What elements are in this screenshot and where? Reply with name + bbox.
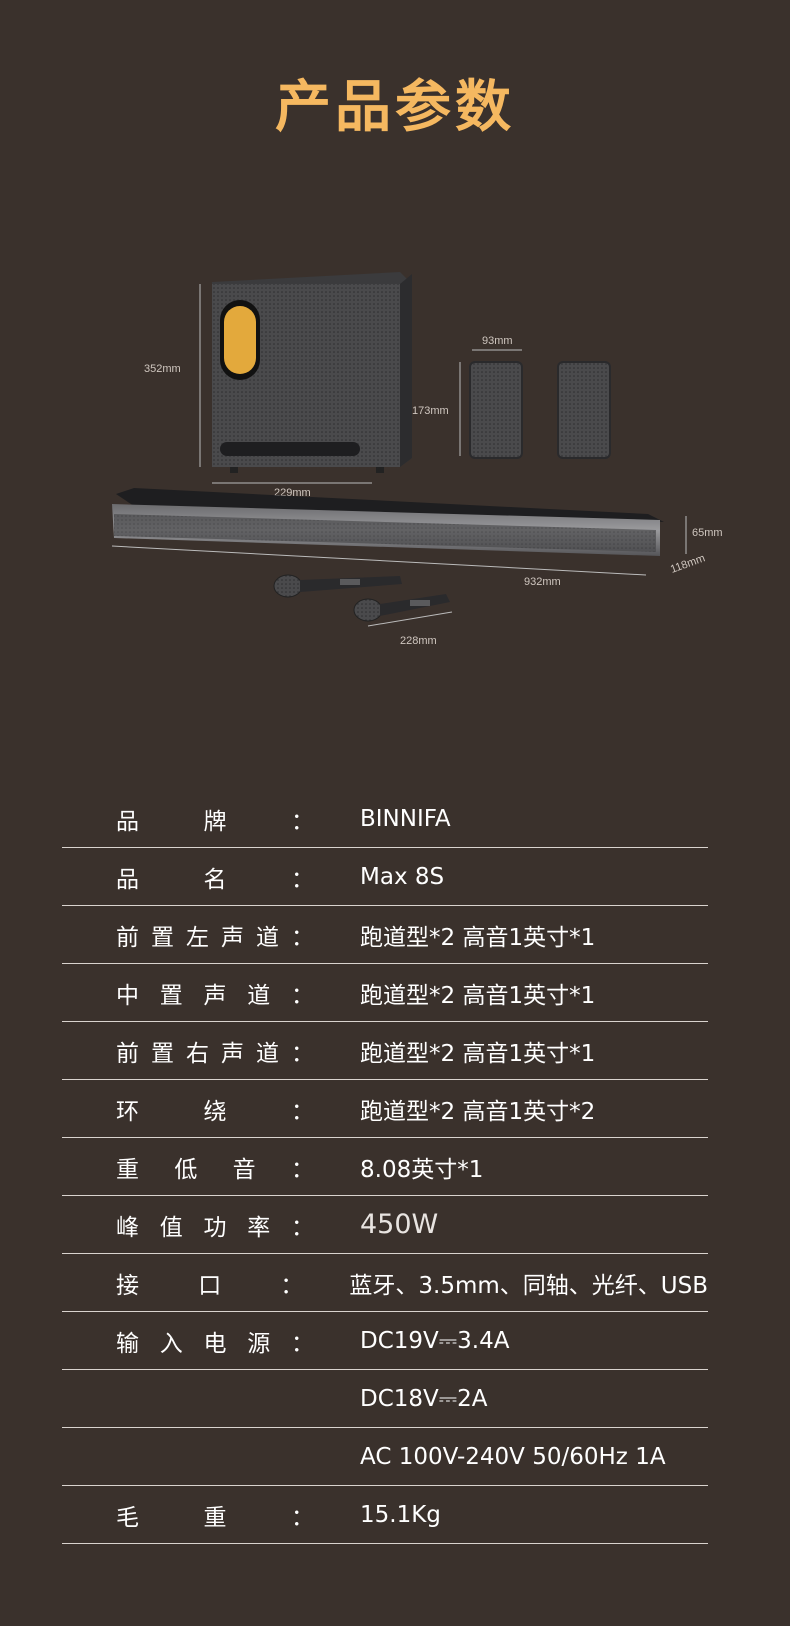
spec-row: DC18V⎓2A: [62, 1370, 708, 1428]
spec-value: 跑道型*2 高音1英寸*1: [360, 924, 596, 951]
spec-label: 前置右声道：: [116, 1040, 314, 1067]
spec-value: 15.1Kg: [360, 1501, 441, 1528]
spec-row: 毛重： 15.1Kg: [62, 1486, 708, 1544]
spec-label: 重低音：: [116, 1156, 314, 1183]
spec-value: 跑道型*2 高音1英寸*2: [360, 1098, 596, 1125]
sub-height-label: 352mm: [144, 363, 181, 375]
spec-label: 输入电源：: [116, 1330, 314, 1357]
mic-length-label: 228mm: [400, 635, 437, 647]
spec-row: 重低音： 8.08英寸*1: [62, 1138, 708, 1196]
bar-height-label: 65mm: [692, 527, 723, 539]
spec-value: 跑道型*2 高音1英寸*1: [360, 1040, 596, 1067]
satellite-speaker-left: [469, 361, 523, 459]
spec-row: 品牌： BINNIFA: [62, 791, 708, 848]
microphone-1: [273, 574, 402, 598]
spec-value: Max 8S: [360, 863, 445, 890]
subwoofer: [212, 272, 412, 473]
sat-height-label: 173mm: [412, 405, 449, 417]
spec-label: 品名：: [116, 866, 314, 893]
spec-value: 跑道型*2 高音1英寸*1: [360, 982, 596, 1009]
spec-label: 环绕：: [116, 1098, 314, 1125]
spec-row: 峰值功率： 450W: [62, 1196, 708, 1254]
soundbar: [112, 488, 664, 556]
spec-row: AC 100V-240V 50/60Hz 1A: [62, 1428, 708, 1486]
spec-row: 环绕： 跑道型*2 高音1英寸*2: [62, 1080, 708, 1138]
spec-value: 蓝牙、3.5mm、同轴、光纤、USB: [349, 1272, 708, 1299]
bar-width-label: 932mm: [524, 576, 561, 588]
spec-label: 中置声道：: [116, 982, 314, 1009]
spec-row: 中置声道： 跑道型*2 高音1英寸*1: [62, 964, 708, 1022]
spec-row: 接口： 蓝牙、3.5mm、同轴、光纤、USB: [62, 1254, 708, 1312]
spec-label: 品牌：: [116, 809, 314, 835]
spec-value: BINNIFA: [360, 806, 451, 832]
spec-value: AC 100V-240V 50/60Hz 1A: [360, 1443, 666, 1470]
bar-depth-label: 118mm: [669, 552, 707, 576]
product-image: 352mm 229mm 93mm 173mm 65mm 118mm 932mm …: [111, 272, 723, 647]
satellite-speaker-right: [557, 361, 611, 459]
spec-label: 毛重：: [116, 1504, 314, 1531]
spec-value: 8.08英寸*1: [360, 1156, 484, 1183]
spec-label: 接口：: [116, 1272, 304, 1299]
spec-label: 峰值功率：: [116, 1214, 314, 1241]
spec-row: 前置左声道： 跑道型*2 高音1英寸*1: [62, 906, 708, 964]
spec-value: DC19V⎓3.4A: [360, 1327, 510, 1354]
spec-value: DC18V⎓2A: [360, 1385, 488, 1412]
spec-row: 输入电源： DC19V⎓3.4A: [62, 1312, 708, 1370]
spec-row: 前置右声道： 跑道型*2 高音1英寸*1: [62, 1022, 708, 1080]
microphone-2: [353, 594, 450, 622]
spec-row: 品名： Max 8S: [62, 848, 708, 906]
page-title: 产品参数: [275, 75, 515, 140]
sat-width-label: 93mm: [482, 335, 513, 347]
spec-value: 450W: [360, 1209, 439, 1240]
spec-label: 前置左声道：: [116, 924, 314, 951]
